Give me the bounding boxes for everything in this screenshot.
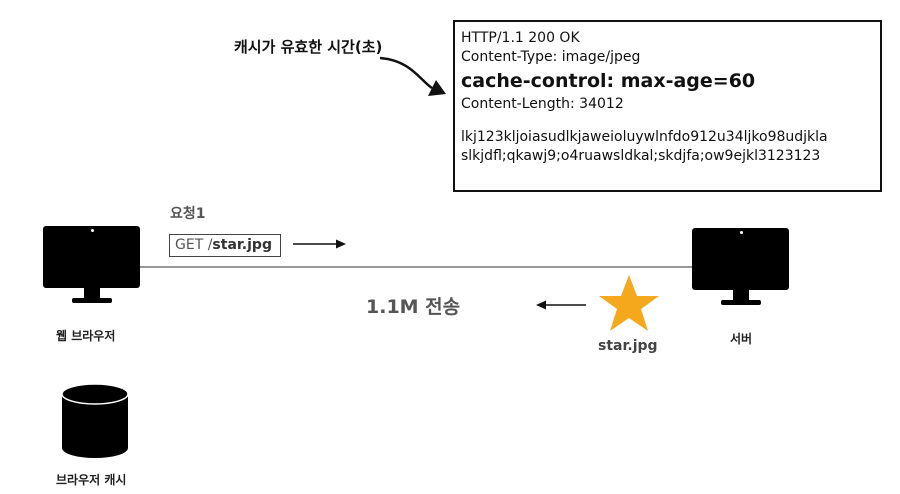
status-line: HTTP/1.1 200 OK — [461, 30, 580, 46]
request-title: 요청1 — [170, 206, 206, 222]
web-browser-label: 웹 브라우저 — [56, 329, 116, 343]
cache-time-annotation: 캐시가 유효한 시간(초) — [234, 38, 383, 56]
content-length-header: Content-Length: 34012 — [461, 96, 624, 112]
cache-control-header: cache-control: max-age=60 — [461, 70, 756, 92]
request-path: star.jpg — [212, 237, 272, 253]
request-box: GET /star.jpg — [169, 234, 281, 257]
annotation-arrow — [379, 56, 446, 96]
response-body-line: slkjdfl;qkawj9;o4ruawsldkal;skdjfa;ow9ej… — [461, 148, 821, 164]
database-icon — [61, 383, 129, 458]
server-label: 서버 — [730, 332, 753, 346]
request-method: GET / — [175, 237, 213, 253]
content-type-header: Content-Type: image/jpeg — [461, 49, 641, 65]
request-arrow — [293, 239, 346, 249]
star-icon — [599, 275, 659, 331]
web-browser-monitor-icon — [43, 226, 140, 306]
browser-cache-label: 브라우저 캐시 — [56, 473, 127, 487]
response-body-line: lkj123kljoiasudlkjaweioluywlnfdo912u34lj… — [461, 129, 828, 145]
transfer-label: 1.1M 전송 — [366, 296, 461, 318]
response-arrow — [536, 300, 586, 310]
server-monitor-icon — [692, 228, 789, 308]
http-response-box: HTTP/1.1 200 OK Content-Type: image/jpeg… — [453, 20, 882, 192]
star-file-label: star.jpg — [598, 338, 658, 354]
